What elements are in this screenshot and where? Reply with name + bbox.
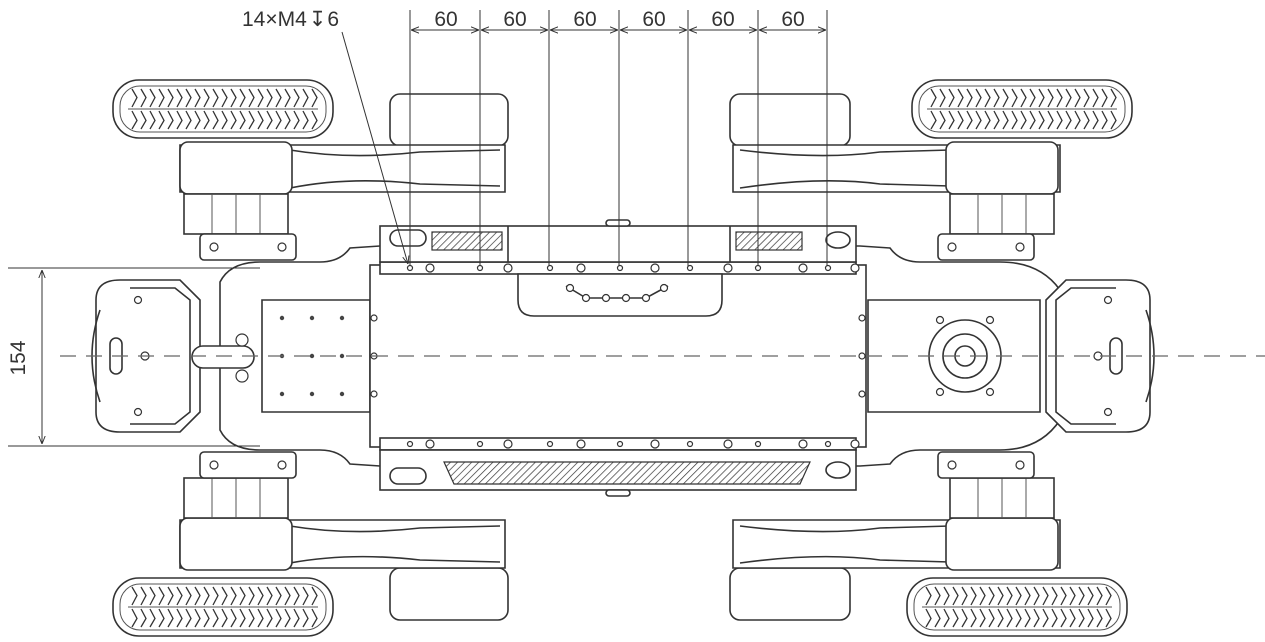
width-dim-label: 154 [7, 340, 30, 375]
pitch-dim-6: 60 [781, 8, 804, 31]
hole-callout: 14×M4↧6 [242, 8, 408, 264]
hole-callout-prefix: 14×M4 [242, 8, 307, 31]
suspension-arm-bottom-right [729, 451, 1061, 621]
pitch-dim-3: 60 [573, 8, 596, 31]
pitch-dim-4: 60 [642, 8, 665, 31]
width-dimension: 154 [7, 267, 260, 447]
wheel-top-left [112, 79, 334, 139]
svg-text:14×M4↧6: 14×M4↧6 [242, 8, 339, 31]
pitch-dim-2: 60 [503, 8, 526, 31]
hole-callout-depth: 6 [327, 8, 339, 31]
cover-edge-holes [370, 314, 866, 398]
pitch-dimension-chain: 60 60 60 60 60 60 [409, 8, 828, 266]
wheel-bottom-left [112, 577, 334, 637]
bottom-battery-housing [379, 449, 857, 497]
bottom-rail-holes [406, 439, 860, 449]
wheel-bottom-right [906, 577, 1128, 637]
wheel-top-right [911, 79, 1133, 139]
suspension-arm-bottom-left [179, 451, 509, 621]
depth-symbol: ↧ [309, 8, 327, 31]
top-battery-housing [379, 219, 857, 263]
pitch-dim-5: 60 [711, 8, 734, 31]
left-plate-holes [279, 315, 345, 397]
suspension-arm-top-right [729, 93, 1061, 261]
top-rail-holes [406, 263, 860, 273]
pitch-dim-1: 60 [434, 8, 457, 31]
suspension-arm-top-left [179, 93, 509, 261]
